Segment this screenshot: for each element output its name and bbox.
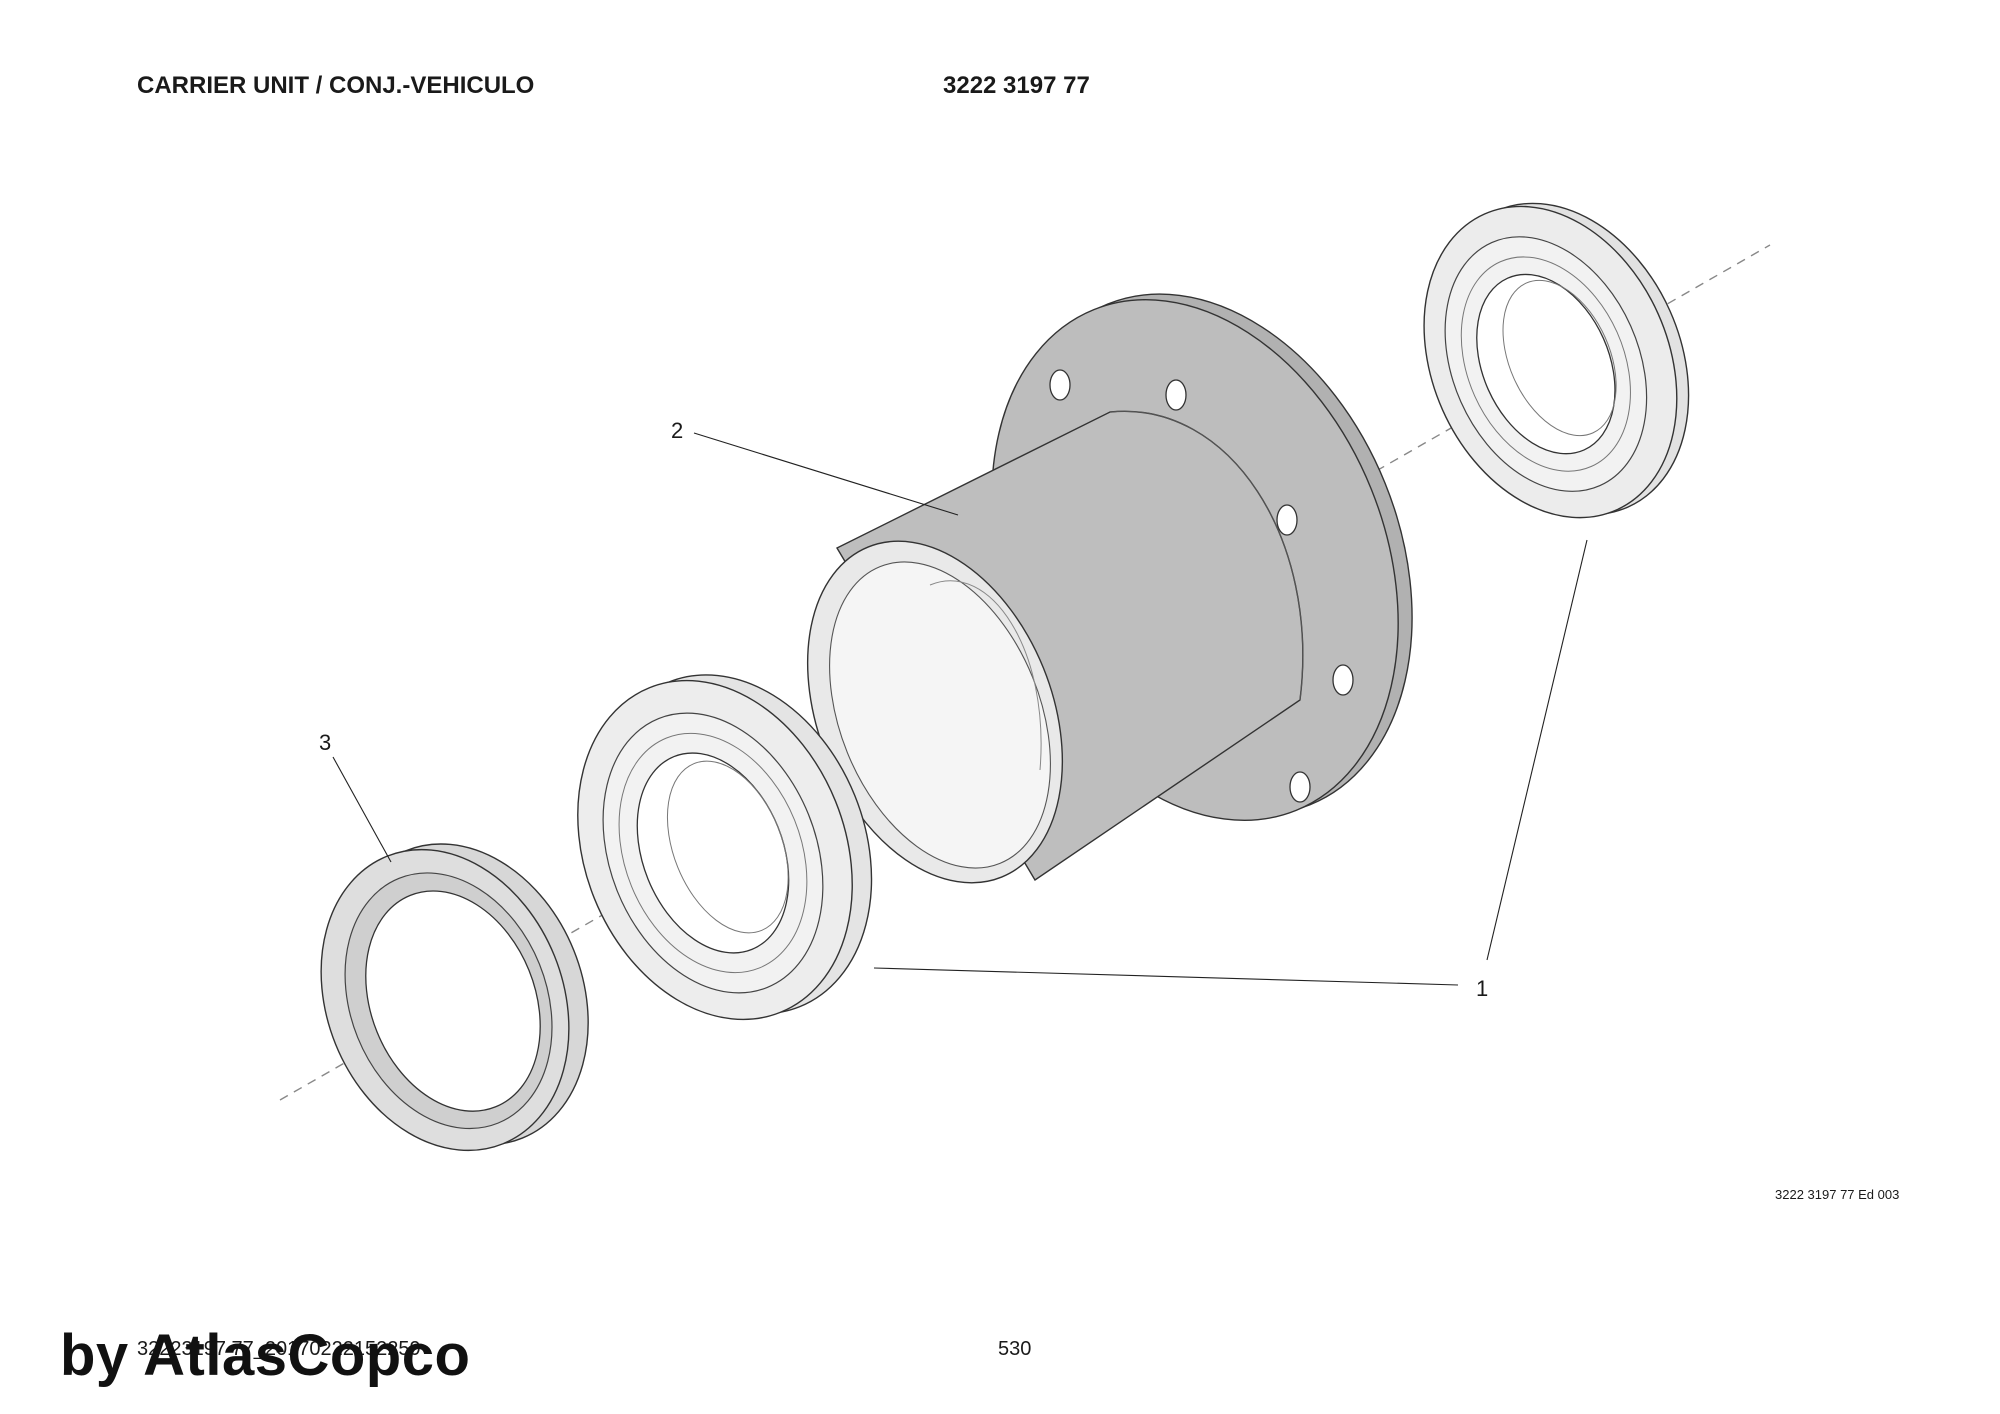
leader-line-2 <box>693 432 959 516</box>
leader-line-3 <box>332 756 392 863</box>
leader-line-1b <box>1486 539 1588 961</box>
page-number: 530 <box>998 1338 1032 1360</box>
callout-1: 1 <box>1476 976 1489 1001</box>
bearing-right <box>1423 202 1690 519</box>
seal-ring <box>320 843 589 1152</box>
part-number: 3222 3197 77 <box>943 72 1090 99</box>
page-title: CARRIER UNIT / CONJ.-VEHICULO <box>137 72 535 99</box>
bearing-left <box>577 674 873 1021</box>
bolt-hole <box>1332 664 1354 696</box>
leader-line-1a <box>873 967 1459 986</box>
callout-2: 2 <box>671 418 684 443</box>
edition-label: 3222 3197 77 Ed 003 <box>1775 1187 1900 1202</box>
bolt-hole <box>1289 771 1311 803</box>
bolt-hole <box>1165 379 1187 411</box>
hub-housing <box>806 293 1413 884</box>
document-id: 32223197 77_20170222152259 <box>137 1338 421 1360</box>
callout-3: 3 <box>319 730 332 755</box>
bolt-hole <box>1049 369 1071 401</box>
watermark: by AtlasCopco <box>60 1323 471 1388</box>
bolt-hole <box>1276 504 1298 536</box>
